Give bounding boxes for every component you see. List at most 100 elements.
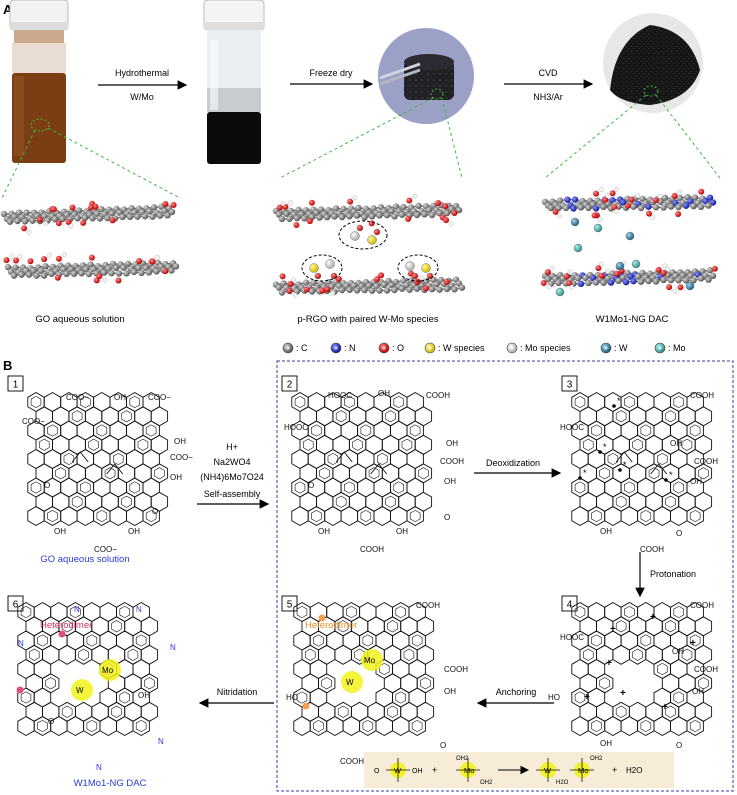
ring-inner <box>574 605 586 619</box>
ring-inner <box>385 495 396 508</box>
ring-inner <box>119 605 130 619</box>
ring-inner <box>360 509 372 523</box>
atom <box>108 210 116 217</box>
paired-species <box>301 220 439 282</box>
ring <box>686 505 704 527</box>
atom <box>126 213 134 221</box>
epoxide <box>335 451 353 463</box>
ring-inner <box>346 605 357 619</box>
atom <box>412 194 418 199</box>
ring-inner <box>411 719 423 733</box>
legend-swatch-center <box>658 346 662 350</box>
legend-label: : W species <box>438 343 485 353</box>
atom <box>600 203 607 211</box>
atom <box>405 215 412 222</box>
ring-inner <box>335 410 347 423</box>
ring <box>142 505 160 527</box>
atom <box>413 211 421 219</box>
atom <box>406 286 413 293</box>
atom <box>330 272 338 280</box>
atom <box>602 196 609 203</box>
group-label: OH <box>128 527 140 536</box>
legend-label: : Mo species <box>520 343 571 353</box>
atom <box>33 272 40 279</box>
ring-inner <box>86 634 98 647</box>
ring-inner <box>296 605 308 619</box>
ring <box>58 644 76 665</box>
group-label: O <box>676 741 682 750</box>
group-label: O <box>152 507 158 516</box>
ring-inner <box>154 467 165 480</box>
atom <box>685 281 695 291</box>
ring-inner <box>362 719 374 733</box>
ring-inner <box>121 495 132 508</box>
eq-w-product: W <box>544 766 552 775</box>
ring-inner <box>70 605 81 619</box>
ring <box>27 505 45 527</box>
ring-inner <box>45 677 56 690</box>
atom <box>593 223 603 233</box>
ring-inner <box>144 677 155 690</box>
label-w-mo: W/Mo <box>130 92 154 102</box>
group-label: OH <box>670 439 682 448</box>
ring <box>620 505 639 527</box>
atom <box>451 210 458 217</box>
ring-inner <box>698 467 709 480</box>
step-number: 5 <box>287 600 293 611</box>
atom <box>41 256 48 263</box>
group-label: O <box>440 741 446 750</box>
ring-inner <box>377 452 388 466</box>
atom <box>563 273 570 280</box>
atom <box>585 204 592 212</box>
label-hydrothermal: Hydrothermal <box>115 68 169 78</box>
atom <box>667 276 675 284</box>
ring <box>324 505 342 527</box>
atom <box>136 257 143 264</box>
atom <box>88 204 95 211</box>
atom <box>9 253 15 259</box>
eq-water: H2O <box>626 766 642 775</box>
atom <box>130 268 138 276</box>
ring-inner <box>665 620 676 633</box>
atom <box>168 267 175 274</box>
atom <box>652 197 659 204</box>
ring <box>571 715 589 737</box>
atom <box>599 187 604 192</box>
atom <box>50 206 57 213</box>
ring-inner <box>63 452 75 466</box>
ring-inner <box>420 677 431 690</box>
ring-inner <box>311 424 322 437</box>
atom <box>4 263 12 271</box>
radical-star: * <box>669 470 673 480</box>
ring <box>291 505 309 527</box>
graphene-sheet <box>272 194 463 229</box>
ring <box>342 715 361 737</box>
atom <box>540 280 547 287</box>
step-box <box>281 375 298 392</box>
atom <box>660 276 667 284</box>
ring-inner <box>689 424 701 437</box>
w-center: W <box>346 678 354 687</box>
atom <box>149 213 156 220</box>
ring-inner <box>689 719 701 733</box>
atom <box>27 258 34 265</box>
atom <box>280 201 286 206</box>
step-box <box>561 595 578 612</box>
atom <box>324 286 331 293</box>
legend-swatch-center <box>334 346 338 350</box>
atom <box>448 221 454 227</box>
ring-inner <box>640 424 652 437</box>
atom <box>37 267 45 275</box>
group-label: OH <box>174 437 186 446</box>
group-label: COO− <box>22 417 45 426</box>
atom <box>6 218 14 225</box>
atom <box>85 270 93 278</box>
atom <box>687 272 694 279</box>
group-label: N <box>158 737 164 746</box>
legend-swatch-center <box>286 346 290 350</box>
ring-inner <box>337 705 349 718</box>
graphene-sheet <box>272 270 466 298</box>
cation-plus: + <box>620 688 626 699</box>
atom <box>0 210 8 218</box>
